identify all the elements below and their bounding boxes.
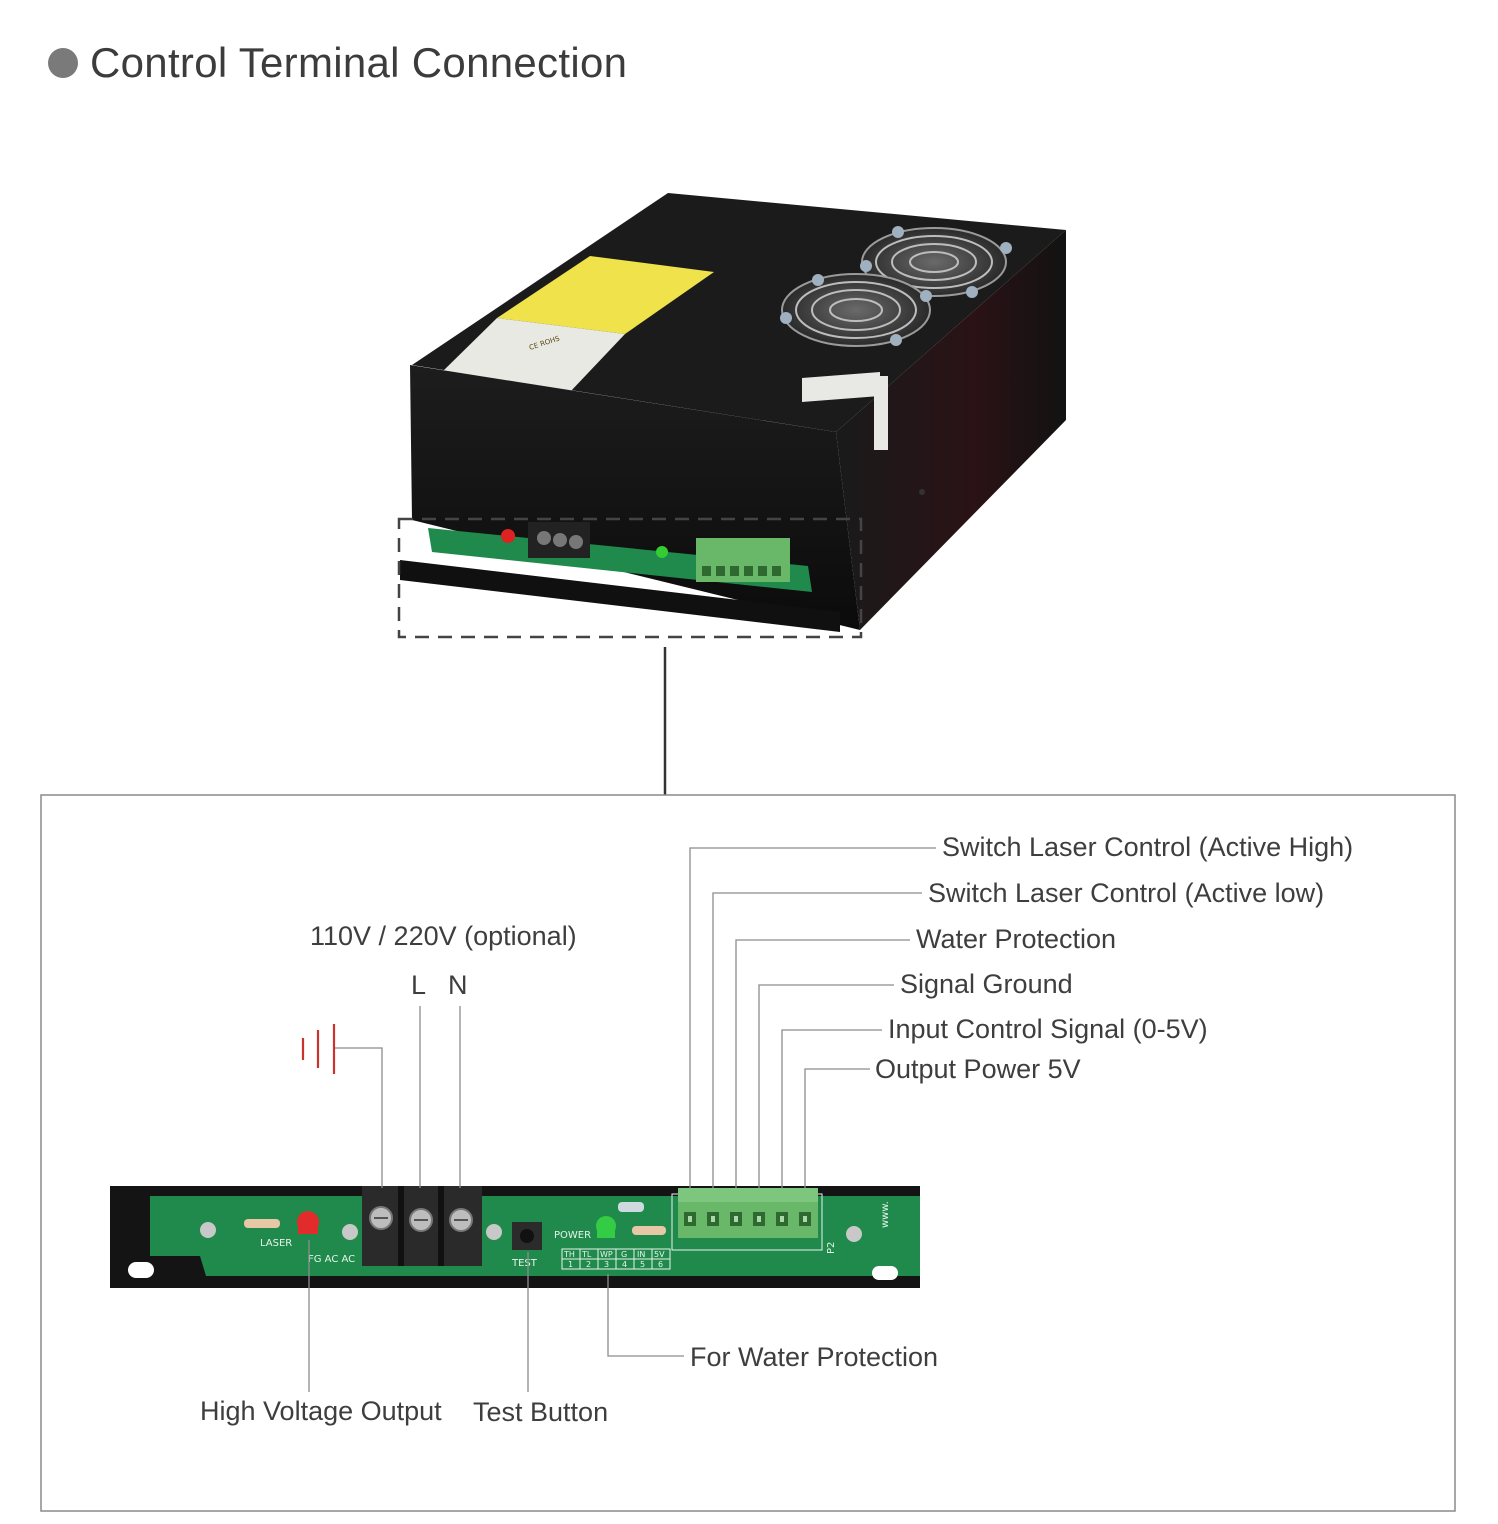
pcb-laser-label: LASER [260, 1238, 292, 1249]
label-output-power: Output Power 5V [875, 1054, 1081, 1084]
ac-terminal-block [362, 1186, 482, 1266]
pin-number: 3 [604, 1260, 609, 1269]
pin-name: G [621, 1250, 627, 1259]
laser-led-icon [297, 1211, 319, 1234]
pcb-fg-ac-ac-label: FG AC AC [308, 1254, 355, 1265]
pin-name: TL [581, 1250, 592, 1259]
psu-yellow-sticker [497, 256, 714, 334]
bullet-dot-icon [48, 48, 78, 78]
page-title: Control Terminal Connection [90, 39, 628, 86]
cooling-fan-icon [780, 273, 932, 347]
pin-number: 2 [586, 1260, 591, 1269]
pin-number: 1 [568, 1260, 573, 1269]
power-supply-unit: CE ROHS [400, 193, 1066, 632]
label-input-control-signal: Input Control Signal (0-5V) [888, 1014, 1208, 1044]
pcb-www-label: www. [880, 1201, 891, 1228]
pin-name: WP [600, 1250, 613, 1259]
section-header: Control Terminal Connection [48, 38, 627, 88]
pin-number: 6 [658, 1260, 663, 1269]
psu-side-sticker [802, 372, 880, 402]
label-water-protection: Water Protection [916, 924, 1116, 954]
pin-legend-table: TH TL WP G IN 5V 1 2 3 4 5 6 [561, 1248, 671, 1270]
pin-name: TH [563, 1250, 575, 1259]
label-for-water-protection: For Water Protection [690, 1342, 938, 1372]
label-high-voltage-output: High Voltage Output [200, 1396, 442, 1426]
label-neutral: N [448, 970, 468, 1000]
power-led-icon [596, 1216, 616, 1238]
label-voltage: 110V / 220V (optional) [310, 921, 577, 951]
psu-side-face [836, 230, 1066, 630]
pcb-power-label: POWER [554, 1230, 591, 1241]
pcb-test-label: TEST [511, 1258, 538, 1269]
detail-panel [40, 794, 1456, 1512]
control-terminal-block [671, 1188, 823, 1251]
label-signal-ground: Signal Ground [900, 969, 1073, 999]
pin-number: 5 [640, 1260, 645, 1269]
leader-lines [308, 847, 936, 1392]
label-live: L [411, 970, 426, 1000]
ground-symbol-icon [301, 1024, 336, 1074]
test-button-icon [512, 1222, 542, 1250]
label-switch-active-high: Switch Laser Control (Active High) [942, 832, 1353, 862]
terminal-board: LASER FG AC AC TEST POWER [110, 1186, 920, 1288]
cooling-fan-icon [860, 226, 1012, 298]
pcb-p2-label: P2 [826, 1242, 837, 1254]
pin-name: IN [637, 1250, 645, 1259]
pin-number: 4 [622, 1260, 627, 1269]
psu-white-label [442, 318, 625, 392]
label-test-button: Test Button [473, 1397, 608, 1427]
pin-name: 5V [654, 1250, 665, 1259]
label-switch-active-low: Switch Laser Control (Active low) [928, 878, 1324, 908]
zoom-highlight-box [397, 517, 863, 639]
